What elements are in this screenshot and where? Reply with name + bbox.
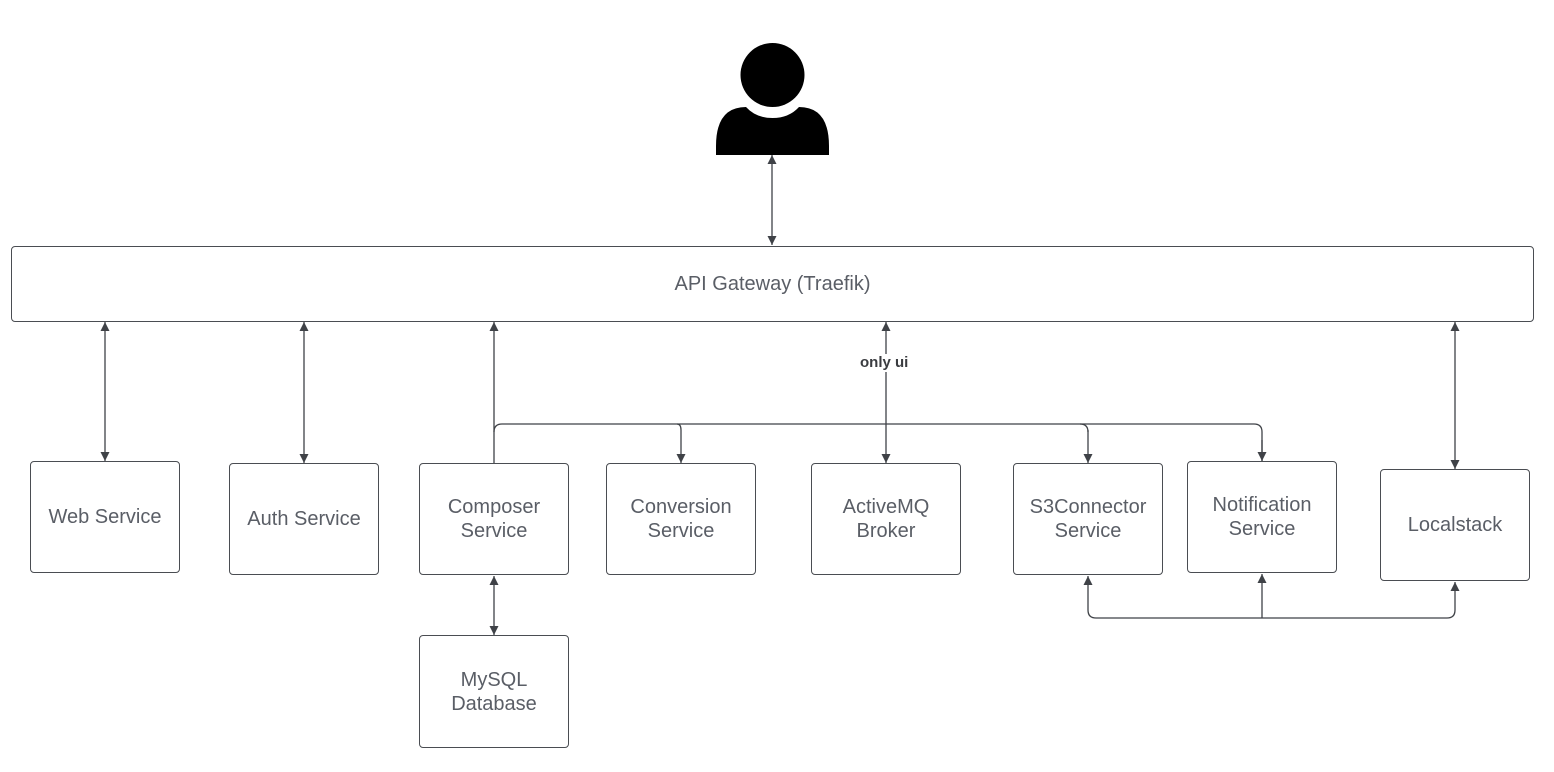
s3connector-service-box: S3Connector Service (1013, 463, 1163, 575)
user-icon (716, 43, 829, 155)
edge-bus-activemq (676, 423, 682, 431)
composer-service-box: Composer Service (419, 463, 569, 575)
edge-s3-localstack (1083, 576, 1460, 619)
api-gateway-label: API Gateway (Traefik) (674, 273, 871, 295)
mysql-database-box: MySQL Database (419, 635, 569, 748)
mysql-database-label: MySQL Database (451, 668, 537, 715)
auth-service-box: Auth Service (229, 463, 379, 575)
conversion-service-label: Conversion Service (630, 496, 732, 542)
bus-line (493, 423, 1263, 461)
notification-service-label: Notification Service (1212, 494, 1312, 540)
s3connector-service-label: S3Connector Service (1029, 496, 1147, 542)
notification-service-box: Notification Service (1187, 461, 1337, 573)
conversion-service-box: Conversion Service (606, 463, 756, 575)
activemq-broker-label: ActiveMQ Broker (842, 496, 930, 542)
web-service-label: Web Service (48, 506, 162, 528)
api-gateway-box: API Gateway (Traefik) (11, 246, 1534, 322)
composer-service-label: Composer Service (447, 496, 541, 542)
localstack-box: Localstack (1380, 469, 1530, 581)
web-service-box: Web Service (30, 461, 180, 573)
localstack-label: Localstack (1407, 514, 1503, 536)
activemq-broker-box: ActiveMQ Broker (811, 463, 961, 575)
only-ui-label: only ui (858, 354, 911, 372)
auth-service-label: Auth Service (247, 508, 361, 530)
